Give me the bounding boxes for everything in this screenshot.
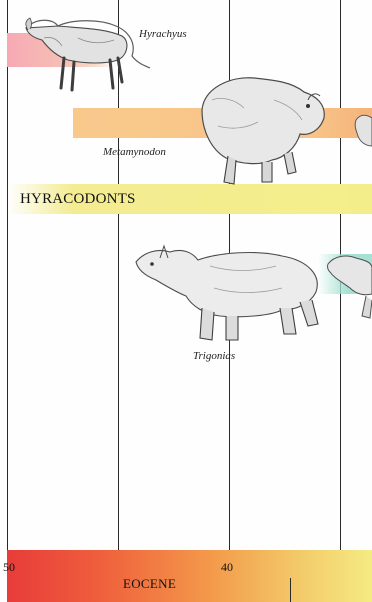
epoch-label: EOCENE <box>123 576 176 592</box>
trigonias-label: Trigonias <box>193 350 235 362</box>
partial-animal-right-upper <box>354 112 372 152</box>
timeline-marker <box>290 578 291 602</box>
timeline-tick-50: 50 <box>3 560 15 575</box>
timeline-tick-40: 40 <box>221 560 233 575</box>
group-title: HYRACODONTS <box>20 191 136 208</box>
gridline-1 <box>7 0 8 550</box>
metamynodon-illustration <box>192 70 332 190</box>
partial-animal-right-middle <box>326 250 372 320</box>
timeline-bar <box>7 550 372 602</box>
hyrachyus-illustration <box>18 10 153 95</box>
trigonias-illustration <box>130 236 330 346</box>
metamynodon-label: Metamynodon <box>103 146 166 158</box>
